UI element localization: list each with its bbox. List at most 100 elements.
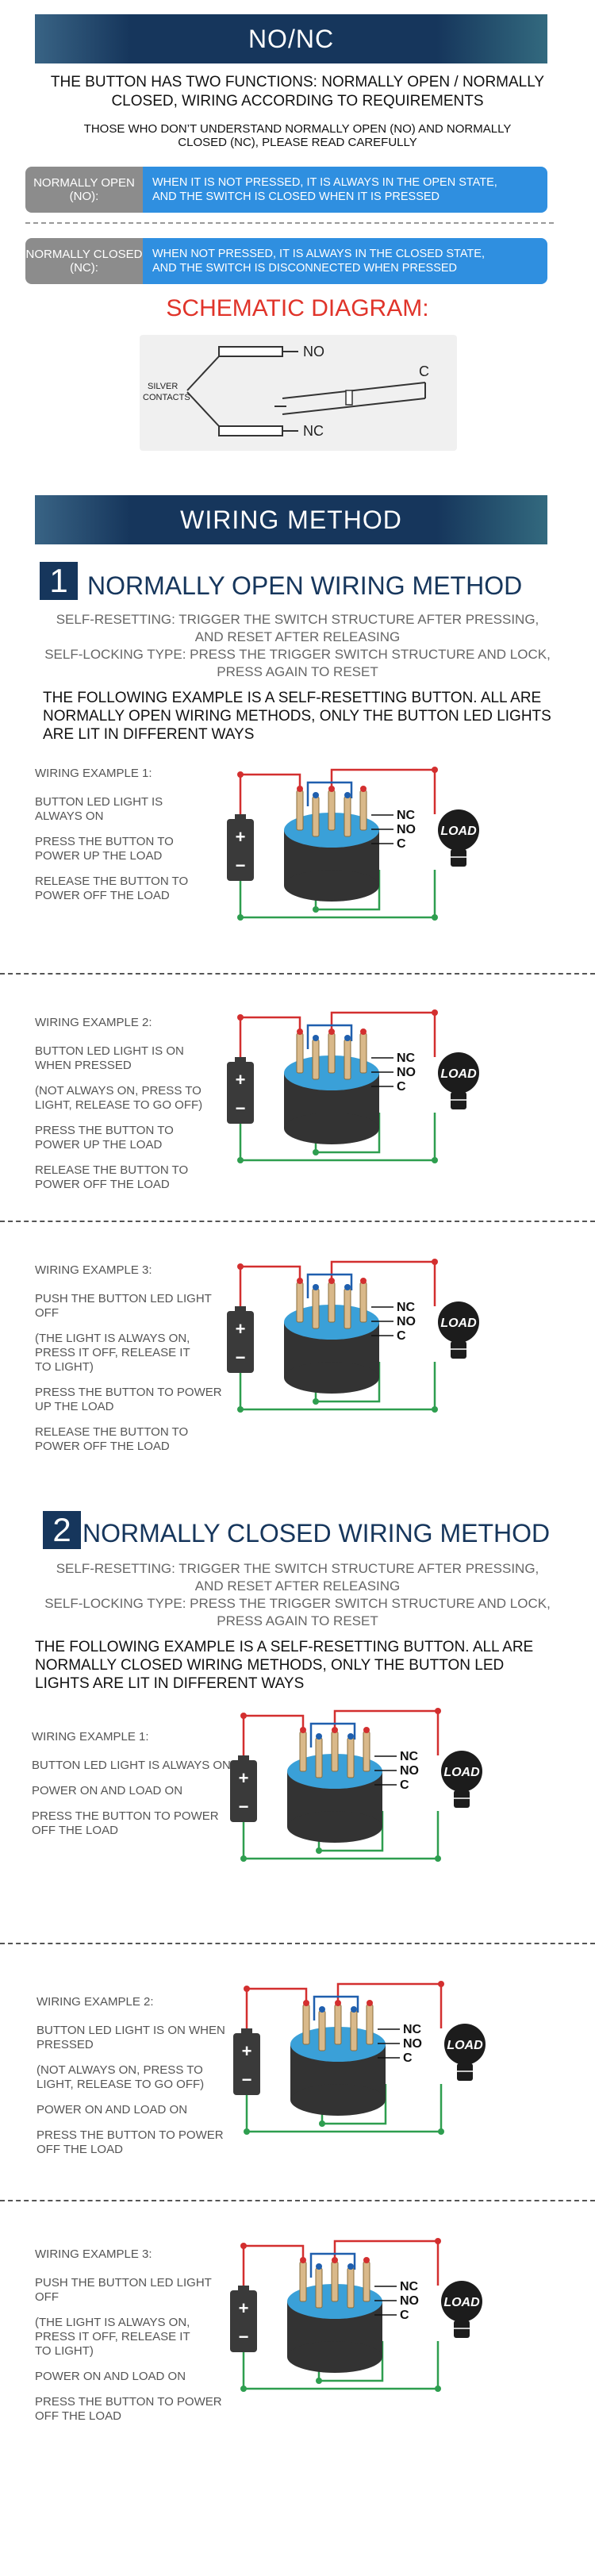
desc-line: AND RESET AFTER RELEASING: [194, 1578, 401, 1594]
wire-junction-dot: [435, 1708, 441, 1714]
note-line: LIGHTS ARE LIT IN DIFFERENT WAYS: [35, 1675, 305, 1692]
terminal-dot: [300, 1727, 306, 1733]
battery-minus: −: [236, 1098, 246, 1118]
wire-junction-dot: [240, 2386, 247, 2392]
example-item-line: BUTTON LED LIGHT IS ON WHEN: [36, 2024, 225, 2037]
wire-junction-dot: [237, 1014, 244, 1021]
section-divider: [0, 1221, 595, 1222]
load-bulb-base: [454, 2320, 470, 2338]
wire-junction-dot: [435, 2386, 441, 2392]
definition-no: NORMALLY OPEN(NO): WHEN IT IS NOT PRESSE…: [25, 167, 547, 213]
terminal-pin: [366, 2004, 374, 2045]
example-item-line: OFF THE LOAD: [32, 1824, 118, 1837]
wiring-example: WIRING EXAMPLE 3:PUSH THE BUTTON LED LIG…: [35, 2247, 249, 2435]
battery-terminal: [238, 2286, 249, 2292]
red-wire: [330, 1260, 436, 1306]
battery-plus: +: [236, 1070, 246, 1090]
intro-text: THE BUTTON HAS TWO FUNCTIONS: NORMALLY O…: [24, 73, 571, 111]
green-wire: [242, 1811, 440, 1860]
terminal-pin: [318, 2010, 326, 2051]
load-bulb-icon: [438, 809, 479, 851]
wire-junction-dot: [244, 1986, 250, 1992]
load-label: LOAD: [443, 2296, 480, 2309]
section-title: NORMALLY OPEN WIRING METHOD: [87, 571, 523, 600]
switch-base: [287, 2341, 382, 2373]
terminal-dot: [360, 1278, 367, 1284]
battery-minus: −: [236, 855, 246, 875]
wire-junction-dot: [432, 1259, 438, 1265]
section-divider: [0, 1943, 595, 1944]
wiring-example: WIRING EXAMPLE 2:BUTTON LED LIGHT IS ON …: [36, 1995, 251, 2168]
desc-line: AND RESET AFTER RELEASING: [194, 629, 401, 644]
switch-base: [290, 2084, 386, 2116]
example-item-line: PRESS IT OFF, RELEASE IT: [35, 1346, 190, 1359]
example-item-line: PRESS THE BUTTON TO POWER: [36, 2128, 224, 2142]
wiring-method-title: WIRING METHOD: [180, 505, 402, 534]
battery-terminal: [238, 1755, 249, 1762]
schematic-diagram: NO NC C SILVER CONTACTS: [140, 335, 457, 451]
example-title: WIRING EXAMPLE 1:: [32, 1730, 149, 1744]
example-item-line: RELEASE THE BUTTON TO: [35, 1425, 189, 1439]
desc-line: WHEN IT IS NOT PRESSED, IT IS ALWAYS IN …: [152, 176, 497, 189]
wire-junction-dot: [237, 1263, 244, 1270]
note-line: NORMALLY OPEN WIRING METHODS, ONLY THE B…: [43, 708, 551, 725]
label-silver: SILVER: [148, 382, 178, 391]
battery-icon: [227, 819, 254, 881]
load-bulb-base: [451, 849, 466, 867]
example-item-line: LIGHT, RELEASE TO GO OFF): [35, 1098, 203, 1112]
terminal-pin: [331, 1731, 339, 1772]
load-bulb-icon: [441, 2281, 482, 2322]
battery-plus: +: [236, 827, 246, 847]
battery-icon: [230, 2290, 257, 2352]
example-title: WIRING EXAMPLE 2:: [35, 1016, 152, 1029]
switch-base: [287, 1811, 382, 1843]
wire-junction-dot: [237, 1157, 244, 1163]
label-contacts: CONTACTS: [143, 393, 190, 402]
terminal-pin: [328, 1282, 336, 1323]
terminal-pin: [359, 790, 367, 831]
blue-wire: [306, 1273, 353, 1298]
load-label: LOAD: [443, 1766, 480, 1779]
terminal-dot: [313, 1284, 319, 1290]
terminal-pin: [331, 2261, 339, 2302]
terminal-dot: [328, 1028, 335, 1035]
example-item: BUTTON LED LIGHT IS ALWAYS ON: [35, 795, 233, 824]
red-wire: [330, 768, 436, 814]
example-item-line: POWER UP THE LOAD: [35, 1138, 163, 1152]
wiring-method-banner: WIRING METHOD: [35, 495, 547, 544]
terminal-pin: [359, 1282, 367, 1323]
note-line: THE FOLLOWING EXAMPLE IS A SELF-RESETTIN…: [43, 690, 542, 706]
wire-junction-dot: [316, 1847, 322, 1854]
terminal-dot: [300, 2257, 306, 2263]
green-wire: [239, 870, 436, 919]
nc-label: NC: [397, 1052, 416, 1065]
page-title: NO/NC: [248, 24, 335, 53]
example-item-line: OFF THE LOAD: [36, 2143, 123, 2156]
no-label: NO: [397, 1066, 416, 1079]
desc-line: SELF-RESETTING: TRIGGER THE SWITCH STRUC…: [56, 1561, 539, 1576]
section-note: THE FOLLOWING EXAMPLE IS A SELF-RESETTIN…: [43, 689, 551, 744]
nc-label: NC: [397, 809, 416, 822]
nc-label: NC: [400, 1750, 419, 1763]
terminal-pin: [328, 1032, 336, 1074]
terminal-dot: [332, 1727, 338, 1733]
wire-junction-dot: [313, 906, 319, 913]
desc-line: AND THE SWITCH IS CLOSED WHEN IT IS PRES…: [152, 190, 440, 203]
nc-label: NC: [403, 2023, 422, 2036]
terminal-pin: [328, 790, 336, 831]
example-item: (THE LIGHT IS ALWAYS ON,PRESS IT OFF, RE…: [35, 1332, 257, 1375]
terminal-pin: [302, 2004, 310, 2045]
no-label: NO: [397, 1315, 416, 1328]
terminal-dot: [328, 1278, 335, 1284]
desc-line: WHEN NOT PRESSED, IT IS ALWAYS IN THE CL…: [152, 248, 485, 260]
green-wire: [239, 1113, 436, 1162]
